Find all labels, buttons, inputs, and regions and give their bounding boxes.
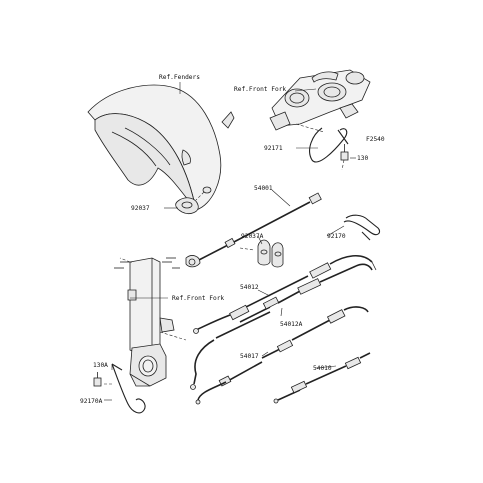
wire-clamp-92170 [343, 214, 381, 241]
part-label-92037A: 92037A [241, 233, 264, 240]
part-label-130A: 130A [93, 362, 108, 369]
clip-92037 [175, 197, 199, 214]
part-label-54012A: 54012A [280, 321, 303, 328]
cable-54010 [273, 352, 371, 404]
part-label-54012: 54012 [240, 284, 259, 291]
bolt-130A [93, 372, 102, 387]
part-label-92170: 92170 [327, 233, 346, 240]
front-fender [87, 84, 235, 211]
dashed-guides [104, 123, 345, 385]
part-label-54001: 54001 [254, 185, 273, 192]
part-label-54010: 54010 [313, 365, 332, 372]
leader-lines [104, 82, 356, 401]
ref-front-fork-side-label: Ref.Front Fork [172, 295, 224, 302]
cable-54012 [193, 255, 377, 334]
part-label-54017: 54017 [240, 353, 259, 360]
part-label-92170A: 92170A [80, 398, 103, 405]
cable-54012A [239, 263, 373, 323]
front-fork-leg [114, 257, 180, 387]
cable-54001 [185, 192, 322, 268]
wire-guide-92170A [111, 363, 146, 414]
part-label-130: 130 [357, 155, 368, 162]
ref-front-fork-top-label: Ref.Front Fork [234, 86, 286, 93]
figure-code: F2540 [366, 136, 385, 143]
ref-fenders-label: Ref.Fenders [159, 74, 200, 81]
cable-54017 [190, 306, 369, 405]
cable-holder-92037A [257, 239, 284, 268]
wire-guide-92171 [309, 127, 349, 163]
bolt-130 [340, 144, 349, 161]
fork-upper-bracket [269, 69, 371, 131]
part-label-92171: 92171 [264, 145, 283, 152]
part-label-92037: 92037 [131, 205, 150, 212]
